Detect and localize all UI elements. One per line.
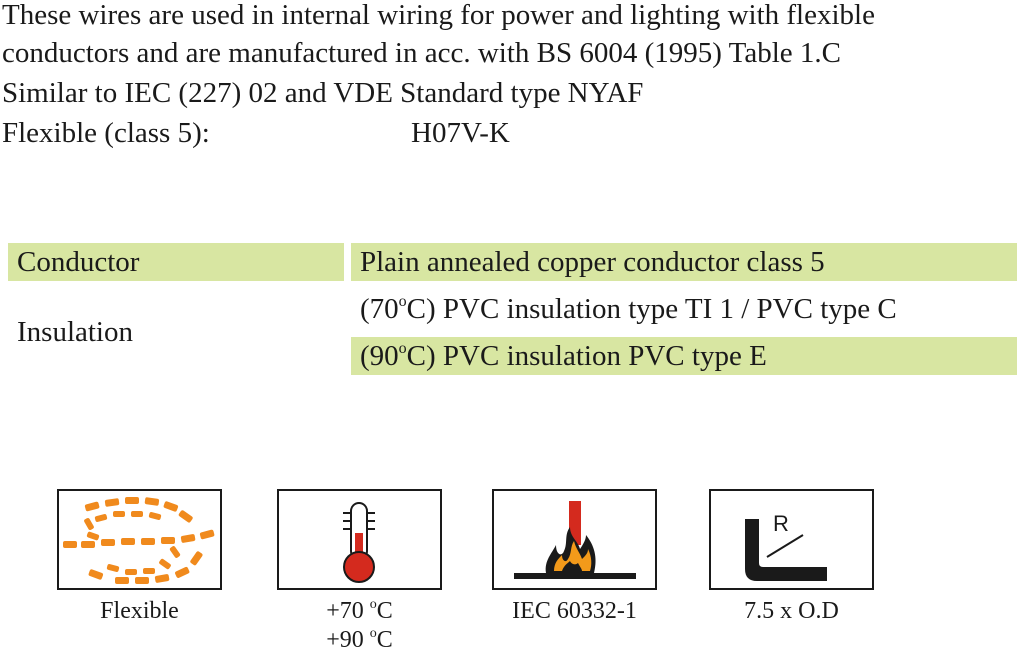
flame-test-caption: IEC 60332-1 [512,598,637,624]
conductor-value: Plain annealed copper conductor class 5 [351,243,1017,281]
degree-sup: o [369,597,377,612]
flexible-class-label: Flexible (class 5): [2,117,210,149]
temp-70-pre: +70 [326,598,370,624]
insulation-row-90-post: C) PVC insulation PVC type E [406,340,767,372]
intro-line-1: These wires are used in internal wiring … [2,0,875,31]
bend-radius-icon: R [709,489,874,590]
temp-90-post: C [376,627,393,653]
insulation-row-90: (90oC) PVC insulation PVC type E [351,337,1017,375]
temp-70-post: C [376,598,393,624]
flexible-class-value: H07V-K [411,117,510,149]
insulation-row-90-pre: (90 [360,340,399,372]
temperature-caption-90: +90 oC [277,625,442,655]
temp-90-pre: +90 [326,627,370,653]
flame-test-icon [492,489,657,590]
degree-sup: o [398,340,407,357]
insulation-label: Insulation [17,316,133,348]
insulation-row-70-post: C) PVC insulation type TI 1 / PVC type C [406,293,897,325]
bend-radius-caption: 7.5 x O.D [744,598,839,624]
conductor-label: Conductor [8,243,344,281]
intro-line-2: conductors and are manufactured in acc. … [2,37,842,69]
insulation-row-70: (70oC) PVC insulation type TI 1 / PVC ty… [351,290,1017,328]
flexible-icon [57,489,222,590]
bend-radius-label: R [773,511,789,536]
insulation-row-70-pre: (70 [360,293,399,325]
degree-sup: o [398,293,407,310]
intro-line-3: Similar to IEC (227) 02 and VDE Standard… [2,77,644,109]
temperature-caption-70: +70 oC [277,596,442,626]
thermometer-icon [277,489,442,590]
flexible-caption: Flexible [100,598,179,624]
degree-sup: o [369,626,377,641]
